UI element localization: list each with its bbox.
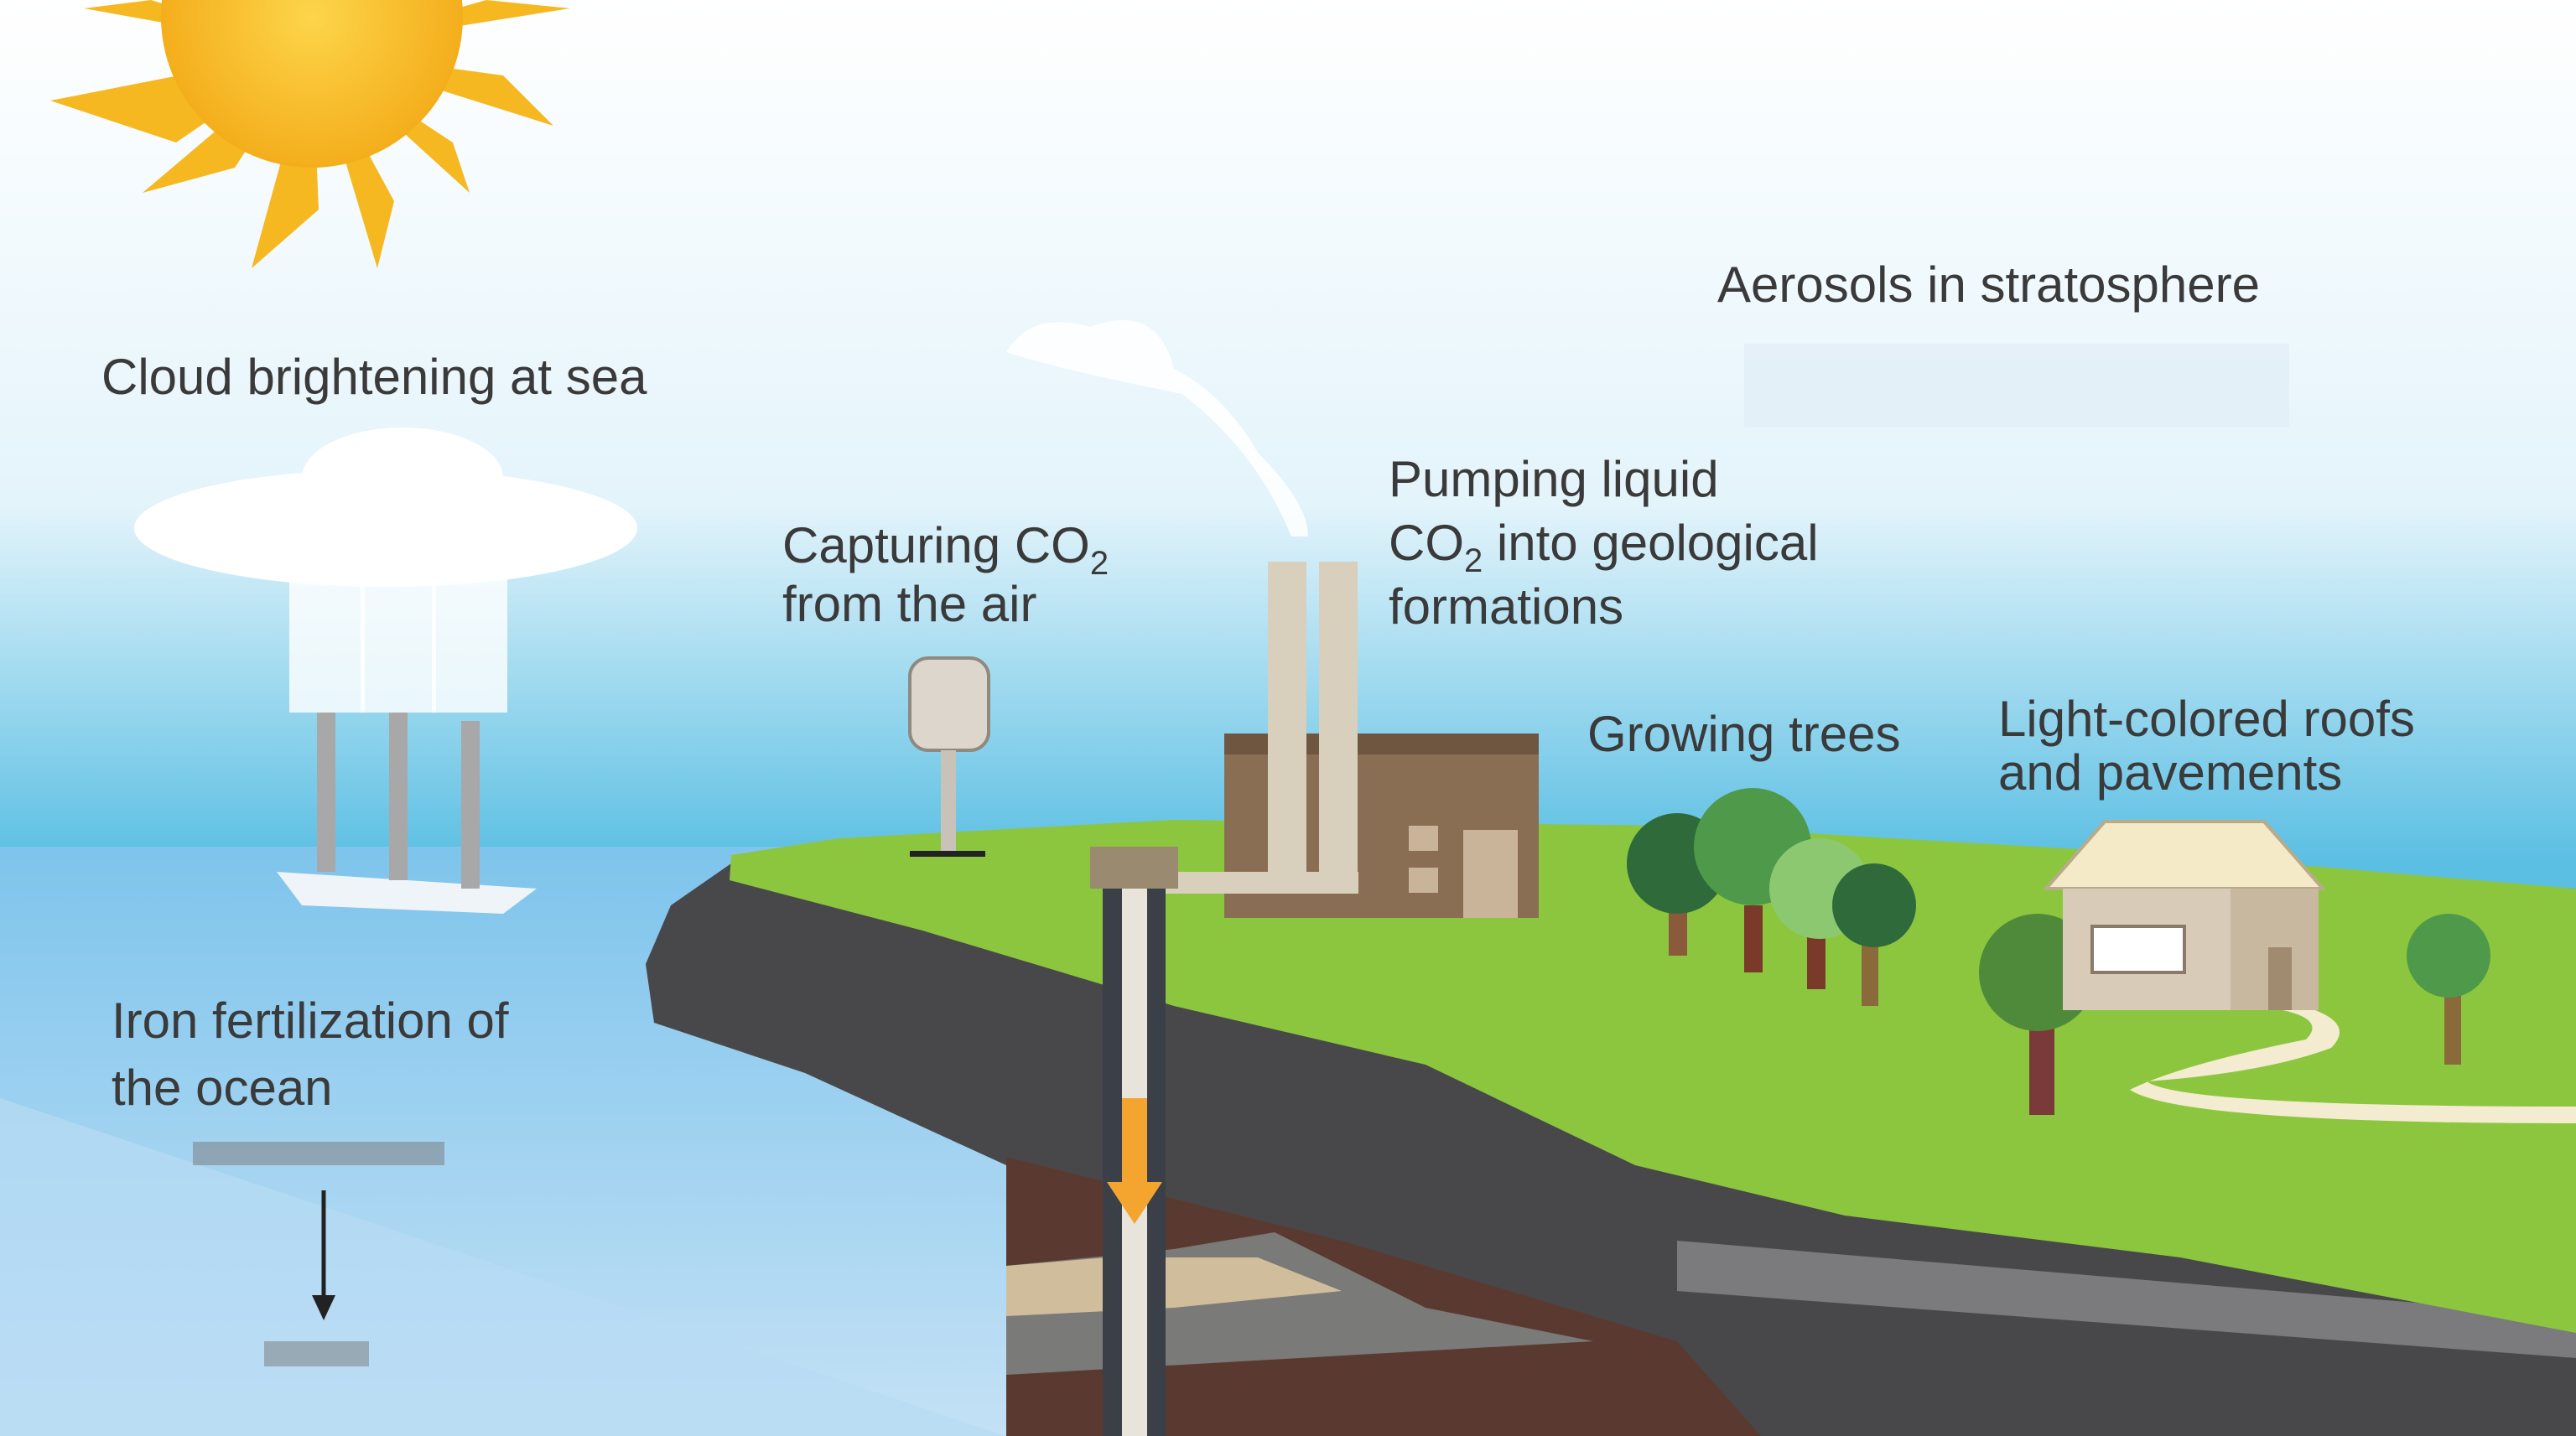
house [2042, 820, 2327, 1010]
text: Capturing CO [782, 517, 1090, 573]
label-pumping-line3: formations [1389, 578, 1624, 635]
label-capturing-line1: Capturing CO2 [782, 516, 1109, 580]
label-roofs-line2: and pavements [1998, 744, 2343, 801]
power-plant [1006, 319, 1539, 918]
subscript: 2 [1464, 542, 1483, 579]
down-arrow-icon [1122, 1098, 1147, 1190]
cloud-ship [134, 428, 637, 914]
label-cloud-brightening: Cloud brightening at sea [101, 349, 647, 405]
label-pumping-co2: Pumping liquid CO2 into geological forma… [1389, 448, 1819, 639]
label-iron-line2: the ocean [112, 1060, 333, 1116]
label-light-roofs: Light-colored roofs and pavements [1998, 692, 2415, 800]
label-pumping-line1: Pumping liquid [1389, 451, 1719, 507]
label-pumping-line2: CO2 into geological [1389, 511, 1819, 578]
injection-well [1103, 889, 1166, 1436]
label-capturing-co2: Capturing CO2 from the air [782, 516, 1109, 634]
co2-text: CO [1389, 515, 1464, 571]
sun-icon [50, 0, 570, 268]
aerosol-particles [1744, 344, 2289, 428]
label-aerosols: Aerosols in stratosphere [1717, 257, 2260, 313]
label-capturing-line2: from the air [782, 576, 1037, 632]
label-iron-fertilization: Iron fertilization of the ocean [112, 988, 509, 1122]
label-growing-trees: Growing trees [1587, 706, 1901, 762]
label-iron-line1: Iron fertilization of [112, 993, 509, 1049]
label-roofs-line1: Light-colored roofs [1998, 691, 2415, 747]
subscript: 2 [1089, 545, 1109, 582]
text: into geological [1496, 515, 1819, 571]
air-capture-device [908, 656, 990, 857]
